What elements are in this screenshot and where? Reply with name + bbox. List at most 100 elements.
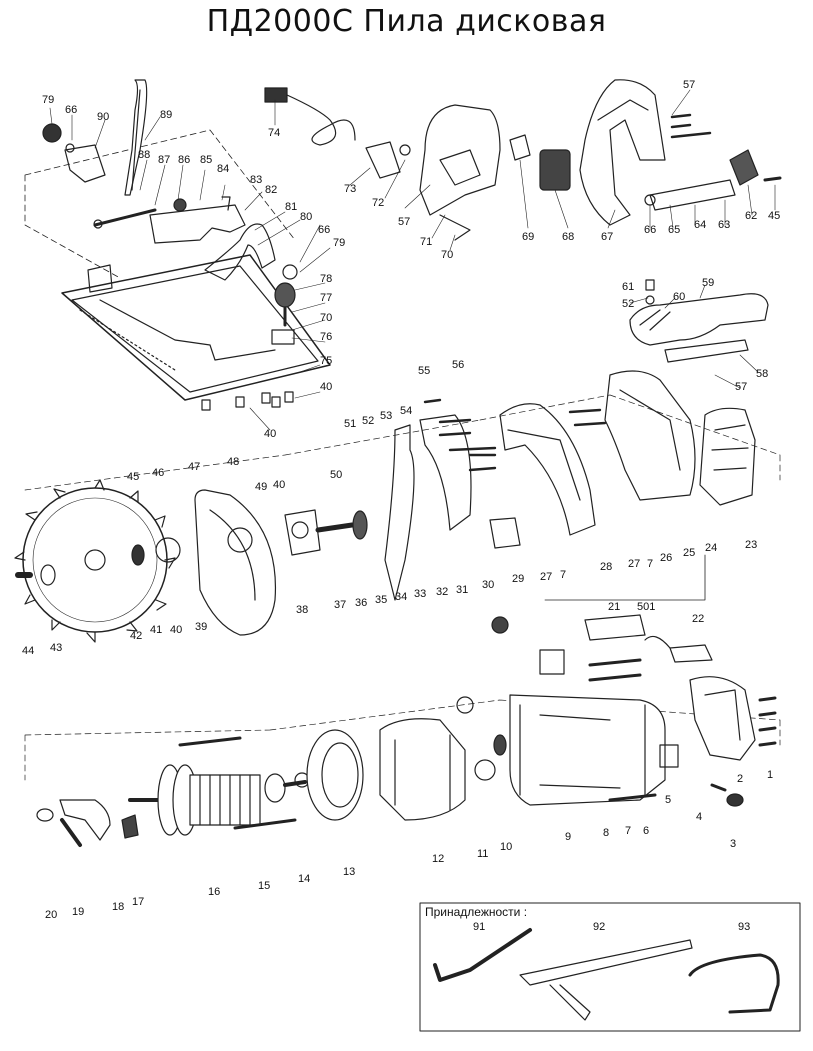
upper-guard — [499, 403, 596, 536]
label-17: 17 — [132, 896, 144, 908]
lever-18 — [59, 799, 111, 841]
label-64: 64 — [694, 219, 706, 231]
accessories-box — [419, 902, 801, 1032]
label-69: 69 — [522, 231, 534, 243]
label-66c: 66 — [644, 224, 656, 236]
label-45a: 45 — [768, 210, 780, 222]
label-45b: 45 — [127, 471, 139, 483]
label-42: 42 — [130, 630, 142, 642]
gear — [352, 510, 368, 540]
label-18: 18 — [112, 901, 124, 913]
side-handle-group — [629, 279, 769, 363]
plate-screws — [201, 391, 294, 411]
gear-housing — [604, 370, 696, 501]
label-8: 8 — [603, 827, 609, 839]
label-34: 34 — [395, 591, 407, 603]
label-88: 88 — [138, 149, 150, 161]
cap-17 — [121, 814, 139, 839]
handle-half — [419, 104, 501, 216]
label-40d: 40 — [170, 624, 182, 636]
label-25: 25 — [683, 547, 695, 559]
label-78: 78 — [320, 273, 332, 285]
label-19: 19 — [72, 906, 84, 918]
label-30: 30 — [482, 579, 494, 591]
plug — [264, 87, 288, 103]
label-27a: 27 — [540, 571, 552, 583]
label-9: 9 — [565, 831, 571, 843]
label-33: 33 — [414, 588, 426, 600]
label-65: 65 — [668, 224, 680, 236]
label-3: 3 — [730, 838, 736, 850]
label-27b: 27 — [628, 558, 640, 570]
label-72: 72 — [372, 197, 384, 209]
label-46: 46 — [152, 467, 164, 479]
clamp-76 — [271, 329, 295, 345]
spindle — [315, 522, 355, 533]
power-cable — [286, 94, 356, 146]
brush-holder-right — [659, 744, 679, 768]
saw-blade — [14, 479, 176, 643]
ring-11 — [474, 759, 496, 781]
label-2: 2 — [737, 773, 743, 785]
label-44: 44 — [22, 645, 34, 657]
label-35: 35 — [375, 594, 387, 606]
terminal-22 — [669, 644, 713, 663]
label-58: 58 — [756, 368, 768, 380]
label-66b: 66 — [318, 224, 330, 236]
label-28: 28 — [600, 561, 612, 573]
label-12: 12 — [432, 853, 444, 865]
label-67: 67 — [601, 231, 613, 243]
label-79b: 79 — [333, 237, 345, 249]
label-59: 59 — [702, 277, 714, 289]
label-63: 63 — [718, 219, 730, 231]
label-91: 91 — [473, 921, 485, 933]
fan-baffle — [306, 729, 364, 821]
label-21: 21 — [608, 601, 620, 613]
washer-39 — [155, 537, 181, 563]
knob-62 — [729, 149, 759, 186]
label-32: 32 — [436, 586, 448, 598]
label-93: 93 — [738, 921, 750, 933]
diagram-title: ПД2000С Пила дисковая — [206, 4, 607, 39]
label-61: 61 — [622, 281, 634, 293]
label-84: 84 — [217, 163, 229, 175]
guide-rod — [688, 953, 780, 1014]
hex-key — [433, 928, 532, 982]
inner-flange — [131, 544, 145, 566]
armature — [128, 764, 307, 836]
label-4: 4 — [696, 811, 702, 823]
label-50: 50 — [330, 469, 342, 481]
motor-housing — [509, 694, 666, 806]
label-54: 54 — [400, 405, 412, 417]
label-68: 68 — [562, 231, 574, 243]
label-24: 24 — [705, 542, 717, 554]
label-82: 82 — [265, 184, 277, 196]
label-70b: 70 — [441, 249, 453, 261]
label-77: 77 — [320, 292, 332, 304]
label-57a: 57 — [398, 216, 410, 228]
label-51: 51 — [344, 418, 356, 430]
label-74: 74 — [268, 127, 280, 139]
label-11: 11 — [477, 848, 488, 860]
end-cap — [689, 676, 756, 761]
switch-68 — [539, 149, 571, 191]
label-76: 76 — [320, 331, 332, 343]
knob-78 — [274, 282, 296, 308]
label-53: 53 — [380, 410, 392, 422]
rod-64 — [649, 179, 736, 211]
label-15: 15 — [258, 880, 270, 892]
label-52a: 52 — [622, 298, 634, 310]
label-57b: 57 — [683, 79, 695, 91]
brush-cap — [726, 793, 744, 807]
label-62: 62 — [745, 210, 757, 222]
label-80: 80 — [300, 211, 312, 223]
label-16: 16 — [208, 886, 220, 898]
knob-79 — [42, 123, 62, 143]
bearing-10 — [493, 734, 507, 756]
label-40a: 40 — [320, 381, 332, 393]
label-56: 56 — [452, 359, 464, 371]
riving-knife — [384, 424, 415, 601]
label-37: 37 — [334, 599, 346, 611]
label-40c: 40 — [273, 479, 285, 491]
